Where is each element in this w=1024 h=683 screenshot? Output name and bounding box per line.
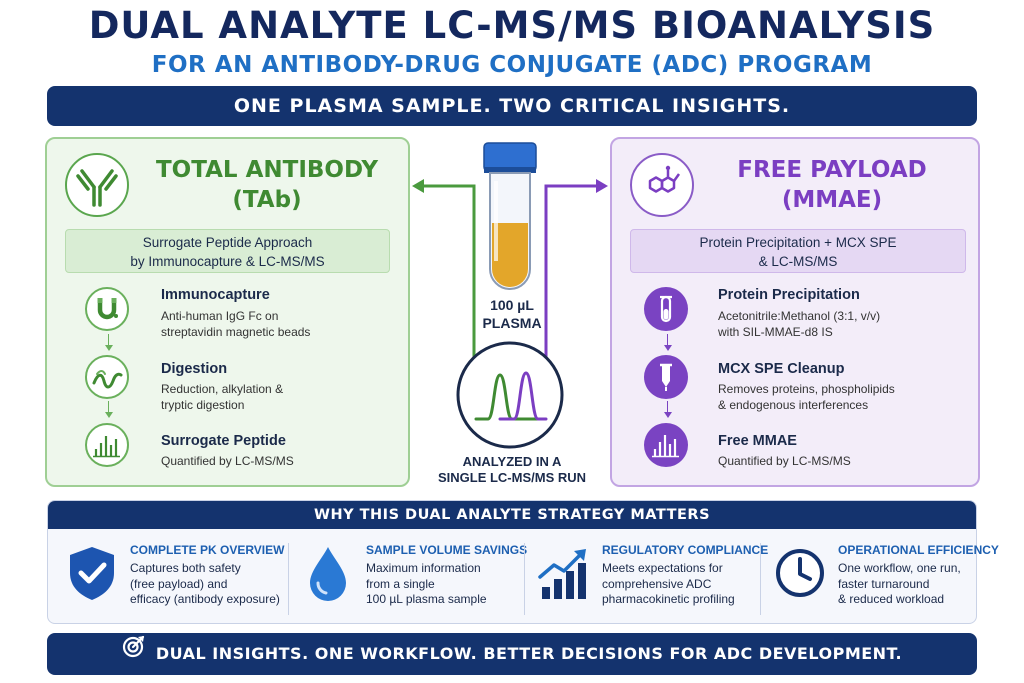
center-graphic [412,142,608,449]
step-mcx-spe-desc: Removes proteins, phospholipids & endoge… [718,382,895,412]
step-arrow-icon [105,345,113,351]
droplet-icon [300,543,356,608]
free-payload-title: FREE PAYLOAD (MMAE) [737,157,927,213]
why-heading: WHY THIS DUAL ANALYTE STRATEGY MATTERS [48,501,976,529]
step-arrow-icon [105,412,113,418]
peptide-chain-icon [85,355,129,399]
arrow-head-right-icon [596,179,608,193]
free-payload-panel: FREE PAYLOAD (MMAE) Protein Precipitatio… [610,137,980,487]
step-connector [667,334,668,346]
why-item-desc: Maximum information from a single 100 µL… [366,561,487,606]
step-arrow-icon [664,412,672,418]
why-item-title: SAMPLE VOLUME SAVINGS [366,543,528,557]
why-item-title: REGULATORY COMPLIANCE [602,543,769,557]
page-subtitle: FOR AN ANTIBODY-DRUG CONJUGATE (ADC) PRO… [151,52,873,78]
footer-text: DUAL INSIGHTS. ONE WORKFLOW. BETTER DECI… [155,644,903,663]
footer-banner: DUAL INSIGHTS. ONE WORKFLOW. BETTER DECI… [47,633,977,675]
plasma-tube-icon [483,142,537,290]
why-item-efficiency: OPERATIONAL EFFICIENCY One workflow, one… [766,537,999,621]
shield-check-icon [64,543,120,608]
step-free-mmae-desc: Quantified by LC-MS/MS [718,454,851,468]
top-banner: ONE PLASMA SAMPLE. TWO CRITICAL INSIGHTS… [47,86,977,126]
why-item-regulatory: REGULATORY COMPLIANCE Meets expectations… [530,537,768,621]
why-item-title: COMPLETE PK OVERVIEW [130,543,285,557]
plasma-volume-label: 100 µL PLASMA [482,297,542,331]
chromatogram-icon [456,341,564,449]
step-arrow-icon [664,345,672,351]
spe-cartridge-icon [644,355,688,399]
arrow-to-total-antibody [422,184,476,357]
arrow-to-free-payload [544,184,598,357]
clock-icon [772,543,828,608]
spectrum-icon [85,423,129,467]
total-antibody-title: TOTAL ANTIBODY (TAb) [155,157,379,213]
divider [288,543,289,615]
bar-trend-icon [536,543,592,608]
divider [524,543,525,615]
divider [760,543,761,615]
page-title: DUAL ANALYTE LC-MS/MS BIOANALYSIS [88,4,936,47]
step-connector [108,334,109,346]
step-digestion-title: Digestion [161,361,228,377]
why-item-desc: One workflow, one run, faster turnaround… [838,561,961,606]
why-item-title: OPERATIONAL EFFICIENCY [838,543,999,557]
why-item-pk-overview: COMPLETE PK OVERVIEW Captures both safet… [58,537,285,621]
target-icon [122,632,146,674]
step-free-mmae-title: Free MMAE [718,433,797,449]
molecule-icon [630,153,694,217]
step-immunocapture-desc: Anti-human IgG Fc on streptavidin magnet… [161,309,311,339]
test-tube-icon [644,287,688,331]
step-immunocapture-title: Immunocapture [161,287,270,303]
step-digestion-desc: Reduction, alkylation & tryptic digestio… [161,382,284,412]
step-connector [108,401,109,413]
why-section: WHY THIS DUAL ANALYTE STRATEGY MATTERS C… [47,500,999,624]
free-payload-approach: Protein Precipitation + MCX SPE & LC-MS/… [630,229,966,273]
step-connector [667,401,668,413]
step-surrogate-peptide-title: Surrogate Peptide [161,433,286,449]
step-protein-precipitation-desc: Acetonitrile:Methanol (3:1, v/v) with SI… [718,309,881,339]
why-item-sample-savings: SAMPLE VOLUME SAVINGS Maximum informatio… [294,537,527,621]
why-item-desc: Meets expectations for comprehensive ADC… [602,561,735,606]
step-mcx-spe-title: MCX SPE Cleanup [718,361,845,377]
arrow-head-left-icon [412,179,424,193]
magnet-icon [85,287,129,331]
step-protein-precipitation-title: Protein Precipitation [718,287,860,303]
step-surrogate-peptide-desc: Quantified by LC-MS/MS [161,454,294,468]
single-run-label: ANALYZED IN A SINGLE LC-MS/MS RUN [437,454,587,485]
spectrum-icon [644,423,688,467]
total-antibody-panel: TOTAL ANTIBODY (TAb) Surrogate Peptide A… [45,137,410,487]
why-item-desc: Captures both safety (free payload) and … [130,561,280,606]
antibody-icon [65,153,129,217]
total-antibody-approach: Surrogate Peptide Approach by Immunocapt… [65,229,390,273]
